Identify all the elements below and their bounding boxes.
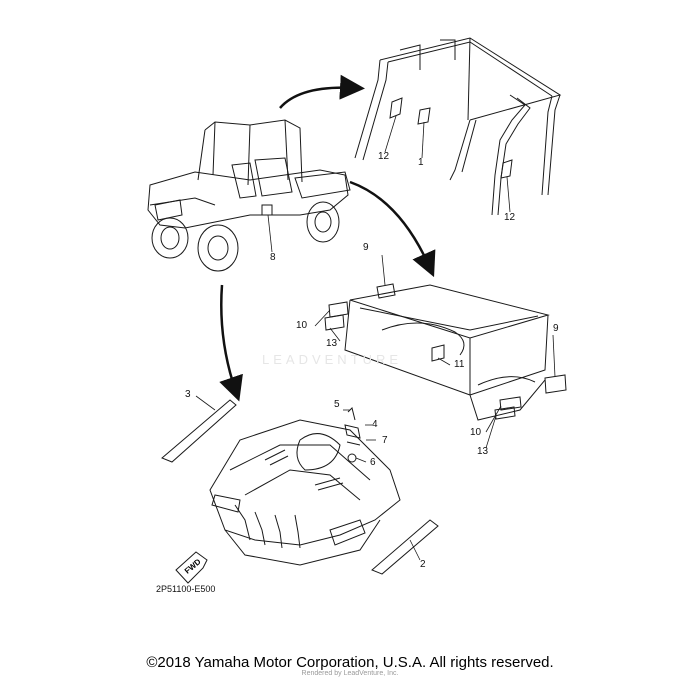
diagram-code: 2P51100-E500: [156, 584, 216, 594]
roll-cage-illustration: [354, 37, 562, 216]
callout-13-right: 13: [477, 446, 489, 457]
flow-arrows: [219, 74, 436, 402]
callout-5: 5: [334, 399, 340, 410]
callout-9-right: 9: [553, 323, 559, 334]
callout-11: 11: [454, 359, 465, 370]
callout-2: 2: [420, 559, 426, 570]
callout-10-right: 10: [470, 427, 482, 438]
copyright-notice: ©2018 Yamaha Motor Corporation, U.S.A. A…: [146, 654, 554, 671]
arrow-to-hood: [219, 284, 243, 402]
watermark: LEADVENTURE: [262, 352, 403, 367]
callout-9-top: 9: [363, 242, 369, 253]
callout-4: 4: [372, 419, 378, 430]
callout-8: 8: [270, 252, 276, 263]
callout-7: 7: [382, 435, 388, 446]
front-hood-illustration: [161, 399, 439, 575]
callout-12-left: 12: [378, 151, 390, 162]
fwd-arrow-icon: FWD: [175, 551, 208, 584]
vehicle-illustration: [147, 119, 351, 272]
render-credit: Rendered by LeadVenture, Inc.: [301, 670, 399, 677]
callout-6: 6: [370, 457, 376, 468]
callout-13-left: 13: [326, 338, 338, 349]
arrow-to-roll-cage: [279, 74, 365, 109]
callout-1: 1: [418, 157, 424, 168]
callout-12-right: 12: [504, 212, 516, 223]
callout-3: 3: [185, 389, 191, 400]
leader-lines: [195, 115, 556, 561]
callout-10-left: 10: [296, 320, 308, 331]
arrow-to-cargo-bed: [349, 180, 436, 278]
